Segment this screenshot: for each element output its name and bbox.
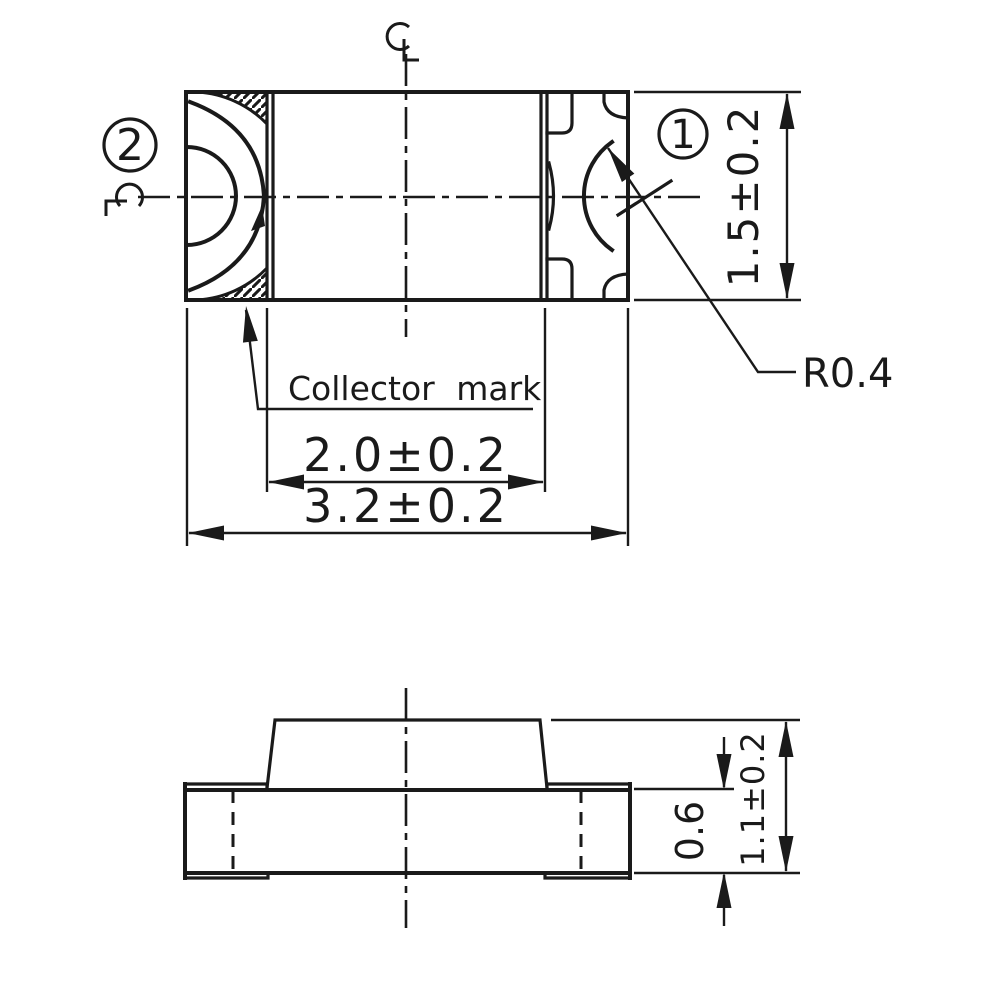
- center-cross-tick: [615, 178, 674, 218]
- terminal-arc-foot: [251, 206, 265, 231]
- terminal-inner-arc: [184, 144, 238, 248]
- terminal-wrap-arc: [547, 161, 556, 231]
- dimension-overall-height: 1.1±0.2: [551, 718, 800, 875]
- terminal-lip-bottom-left: [183, 871, 270, 880]
- radius-callout: R0.4: [601, 143, 893, 397]
- terminal-step-top: [545, 90, 574, 135]
- arrowhead: [591, 525, 627, 541]
- collector-mark-callout: Collector mark: [238, 305, 542, 411]
- dimension-terminal-height: 0.6: [634, 737, 734, 926]
- terminal-notch-bottom: [602, 272, 630, 302]
- pin2-balloon-circle: [102, 117, 158, 173]
- terminal-lip-top-right: [545, 782, 632, 792]
- terminal-pin2: [184, 90, 275, 302]
- arrowhead: [779, 263, 795, 299]
- terminal-notch-top: [602, 90, 630, 120]
- collector-mark-hatch-top: [196, 90, 269, 128]
- arrowhead: [778, 836, 794, 872]
- arrowhead: [778, 721, 794, 757]
- dimension-text: 1.1±0.2: [734, 731, 772, 867]
- base-body: [183, 782, 632, 880]
- terminal-outer-arc: [187, 99, 267, 293]
- pin1-balloon-circle: [657, 108, 709, 160]
- dimension-text: 0.6: [668, 801, 712, 861]
- arrowhead: [716, 872, 732, 908]
- terminal-lip-bottom-right: [543, 871, 632, 880]
- dimension-body-height: 1.5±0.2: [634, 90, 801, 302]
- leader-line: [607, 147, 796, 374]
- side-view: 0.6 1.1±0.2: [183, 688, 800, 928]
- arrowhead: [508, 474, 544, 490]
- dimension-text: 1.5±0.2: [719, 105, 768, 288]
- terminal-step-bottom: [545, 257, 574, 302]
- arrowhead: [779, 93, 795, 129]
- arrowhead: [716, 754, 732, 790]
- arrowhead: [188, 525, 224, 541]
- radius-arc-r04: [582, 139, 615, 253]
- pin1-number: 1: [670, 112, 695, 158]
- arrowhead: [238, 305, 258, 343]
- dimension-text: 2.0±0.2: [303, 428, 509, 482]
- pin2-number: 2: [116, 120, 144, 171]
- arrowhead: [268, 474, 304, 490]
- pin2-callout: 2: [102, 117, 158, 173]
- package-body-outline: [184, 90, 630, 302]
- dimension-overall-width: 3.2±0.2: [185, 308, 630, 546]
- radius-label: R0.4: [802, 351, 893, 397]
- lens-trapezoid: [265, 718, 549, 790]
- dimension-inner-width: 2.0±0.2: [265, 308, 547, 492]
- centerline-icon: [385, 22, 421, 62]
- dimension-text: 3.2±0.2: [303, 479, 509, 533]
- collector-mark-label: Collector mark: [288, 369, 542, 408]
- collector-mark-hatch-bottom: [196, 264, 269, 302]
- top-view: 2 1 1.5±0.2 R0.4 Collector mark: [102, 22, 893, 546]
- pin1-callout: 1: [657, 108, 709, 160]
- centerline-icon: [104, 182, 144, 218]
- leader-line: [244, 309, 533, 411]
- terminal-lip-top-left: [183, 782, 269, 792]
- terminal-pin1: [539, 90, 630, 302]
